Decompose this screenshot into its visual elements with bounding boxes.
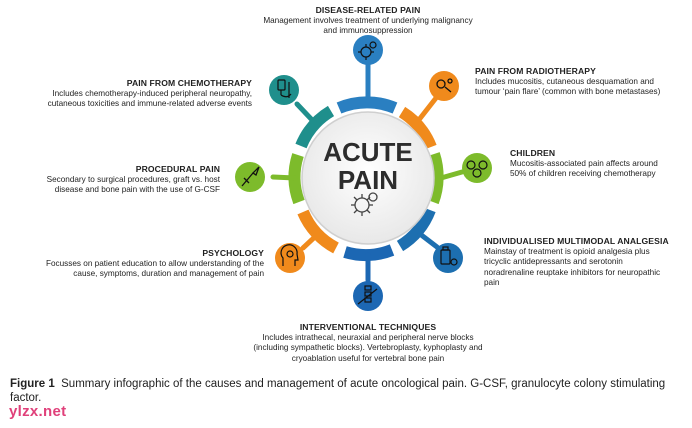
disease-icon: [353, 35, 383, 65]
desc-line: (including sympathetic blocks). Vertebro…: [253, 343, 483, 353]
desc-line: and immunosuppression: [323, 26, 413, 36]
node-radiotherapy: PAIN FROM RADIOTHERAPY Includes mucositi…: [475, 66, 687, 98]
figure-caption-text: Summary infographic of the causes and ma…: [10, 378, 666, 404]
connector-children: [438, 169, 465, 181]
node-radiotherapy-title: PAIN FROM RADIOTHERAPY: [475, 66, 596, 76]
ring-segment-chemotherapy: [295, 105, 335, 149]
brain-head-icon: [275, 243, 305, 273]
node-multimodal-title: INDIVIDUALISED MULTIMODAL ANALGESIA: [484, 236, 669, 246]
node-psychology: PSYCHOLOGY Focusses on patient education…: [6, 248, 264, 280]
node-interventional: INTERVENTIONAL TECHNIQUES Includes intra…: [218, 322, 518, 364]
node-interventional-title: INTERVENTIONAL TECHNIQUES: [299, 322, 437, 332]
virus-icon: [351, 192, 378, 216]
hub-diagram: [235, 35, 492, 311]
node-procedural: PROCEDURAL PAIN Secondary to surgical pr…: [20, 164, 220, 196]
desc-line: pain: [484, 278, 500, 288]
connector-procedural: [270, 174, 298, 181]
iv-drip-icon: [269, 75, 299, 105]
ring-segment-radiotherapy: [398, 106, 437, 150]
figure-label: Figure 1: [10, 378, 55, 390]
children-icon: [462, 153, 492, 183]
desc-line: Mainstay of treatment is opioid analgesi…: [484, 247, 650, 256]
desc-line: cause, symptoms, duration and management…: [73, 269, 264, 279]
node-multimodal: INDIVIDUALISED MULTIMODAL ANALGESIA Main…: [484, 236, 688, 289]
node-chemotherapy-desc: Includes chemotherapy-induced peripheral…: [20, 89, 252, 110]
node-multimodal-desc: Mainstay of treatment is opioid analgesi…: [484, 247, 688, 289]
connector-radiotherapy: [415, 95, 439, 124]
node-disease-title: DISEASE-RELATED PAIN: [315, 5, 421, 15]
medication-icon: [433, 243, 463, 273]
node-children-desc: Mucositis-associated pain affects around…: [510, 159, 688, 180]
radiotherapy-icon: [429, 71, 459, 101]
ring-segment-children: [427, 152, 444, 205]
desc-line: cryoablation useful for vertebral bone p…: [291, 353, 445, 363]
ring-segment-multimodal: [396, 207, 436, 252]
desc-line: cutaneous toxicities and immune-related …: [47, 99, 252, 109]
desc-line: tumour ‘pain flare’ (common with bone me…: [475, 87, 661, 97]
node-psychology-desc: Focusses on patient education to allow u…: [6, 259, 264, 280]
desc-line: tricyclic antidepressants and serotonin: [484, 257, 623, 267]
desc-line: disease and bone pain with the use of G-…: [54, 185, 220, 195]
node-chemotherapy-title: PAIN FROM CHEMOTHERAPY: [126, 78, 252, 88]
node-disease: DISEASE-RELATED PAIN Management involves…: [218, 5, 518, 37]
spine-needle-icon: [353, 281, 383, 311]
node-psychology-title: PSYCHOLOGY: [202, 248, 264, 258]
node-children-title: CHILDREN: [510, 148, 556, 158]
desc-line: noradrenaline reuptake inhibitors for ne…: [484, 267, 661, 277]
node-interventional-desc: Includes intrathecal, neuraxial and peri…: [218, 333, 518, 364]
scalpel-icon: [235, 162, 265, 192]
node-children: CHILDREN Mucositis-associated pain affec…: [510, 148, 688, 180]
node-radiotherapy-desc: Includes mucositis, cutaneous desquamati…: [475, 77, 687, 98]
desc-line: 50% of children receiving chemotherapy: [510, 169, 656, 179]
desc-line: Includes intrathecal, neuraxial and peri…: [262, 333, 474, 342]
desc-line: Management involves treatment of underly…: [263, 16, 473, 25]
watermark: ylzx.net: [9, 403, 67, 420]
connector-multimodal: [417, 231, 440, 250]
figure-caption: Figure 1 Summary infographic of the caus…: [10, 377, 682, 405]
node-procedural-title: PROCEDURAL PAIN: [135, 164, 220, 174]
hub-label-line2: PAIN: [337, 165, 399, 195]
connector-chemotherapy: [294, 101, 317, 125]
desc-line: Includes chemotherapy-induced peripheral…: [52, 89, 252, 98]
desc-line: Secondary to surgical procedures, graft …: [46, 175, 220, 184]
node-procedural-desc: Secondary to surgical procedures, graft …: [20, 175, 220, 196]
hub-label-line1: ACUTE: [323, 137, 413, 167]
node-chemotherapy: PAIN FROM CHEMOTHERAPY Includes chemothe…: [20, 78, 252, 110]
desc-line: Mucositis-associated pain affects around: [510, 159, 658, 168]
connector-psychology: [300, 231, 321, 251]
desc-line: Includes mucositis, cutaneous desquamati…: [475, 77, 654, 86]
node-disease-desc: Management involves treatment of underly…: [218, 16, 518, 37]
connectors: [270, 62, 465, 283]
hub-circle: [301, 111, 435, 245]
desc-line: Focusses on patient education to allow u…: [45, 259, 264, 268]
